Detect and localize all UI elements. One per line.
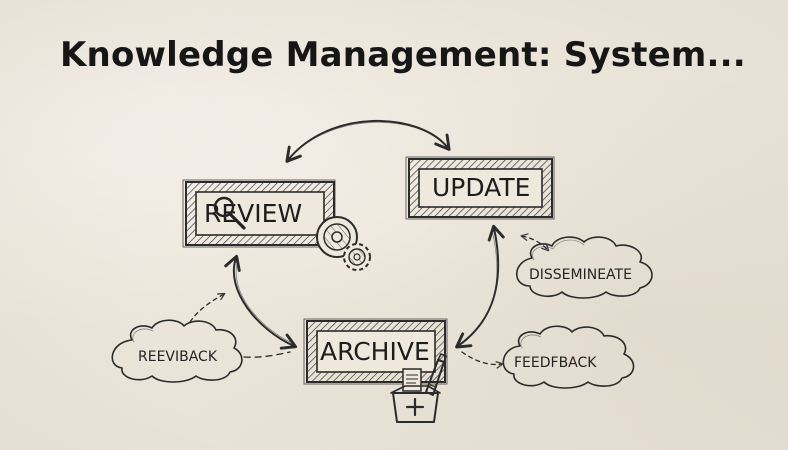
magnifier-icon (213, 196, 246, 230)
page-title: Knowledge Management: System... (60, 35, 746, 75)
arrow-archive-update (455, 224, 505, 349)
arrow-review-archive (224, 254, 298, 350)
arrow-update-to-review (285, 119, 451, 163)
dashed-connectors (189, 233, 550, 369)
archive-box-icon (390, 368, 441, 423)
cloud-feedback: FEEDFBACK (502, 325, 635, 389)
cloud-disseminate: DISSEMINEATE (515, 236, 653, 299)
cloud-reeviback: REEVIBACK (111, 319, 243, 383)
cloud-disseminate-label: DISSEMINEATE (529, 267, 632, 283)
gear-icon (316, 216, 371, 271)
dashed-arrow-reeviback-review (189, 292, 226, 323)
review-label: REVIEW (204, 199, 302, 228)
dashed-arrow-update-disseminate (520, 233, 550, 252)
cloud-reeviback-label: REEVIBACK (138, 349, 218, 365)
dashed-line-reeviback-archive (243, 351, 291, 358)
archive-node: ARCHIVE (303, 318, 448, 385)
review-node: REVIEW (182, 179, 336, 248)
archive-label: ARCHIVE (320, 337, 430, 366)
cloud-feedback-label: FEEDFBACK (514, 355, 597, 371)
update-node: UPDATE (405, 156, 555, 220)
dashed-arrow-archive-feedback (461, 351, 504, 369)
cycle-arrows (224, 119, 505, 350)
update-label: UPDATE (432, 173, 530, 202)
